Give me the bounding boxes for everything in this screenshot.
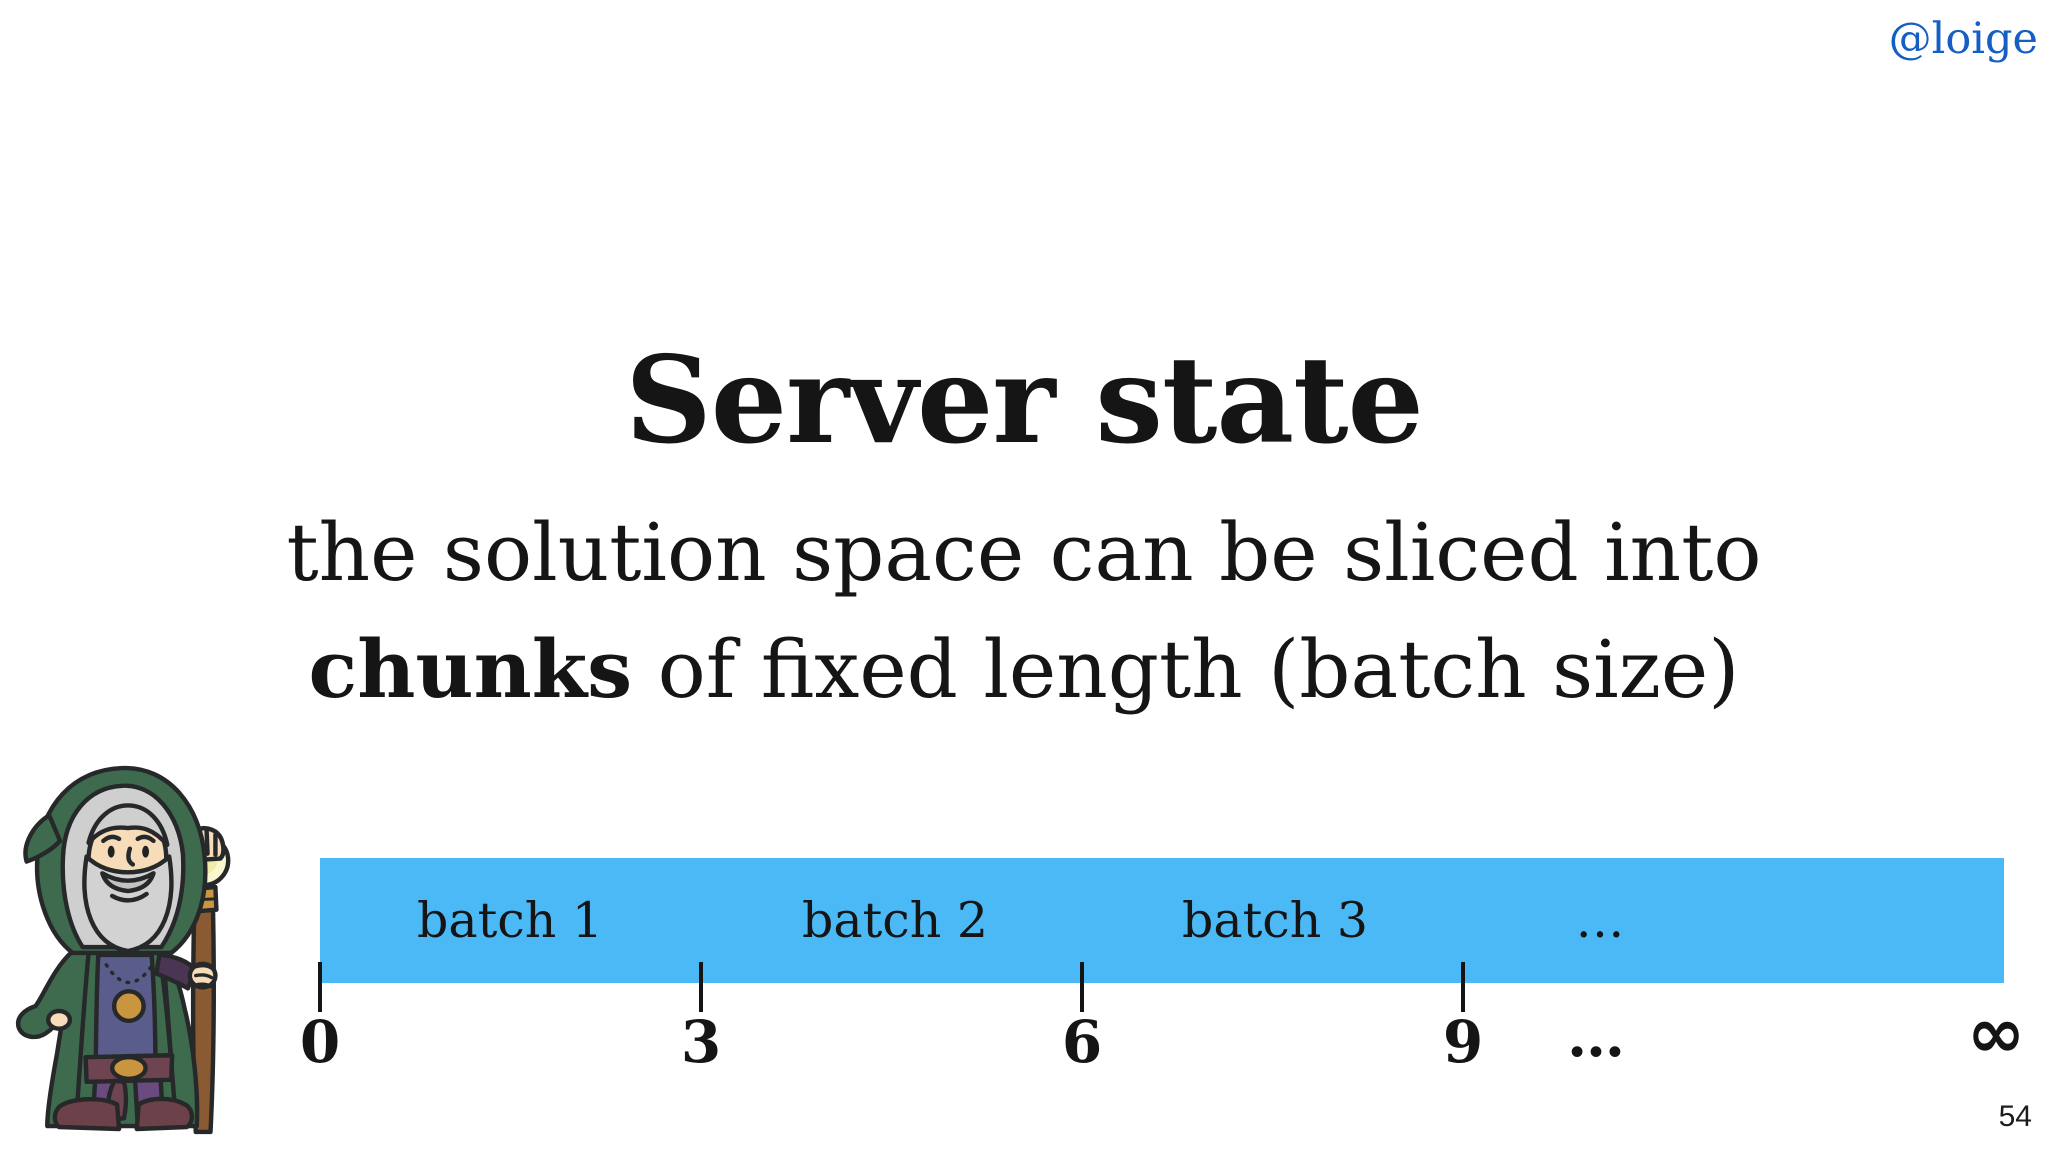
wizard-shoe-right [134,1096,195,1132]
batch-1-label: batch 1 [416,892,604,949]
axis-tick-9 [1461,962,1465,1012]
axis-tick-0 [318,962,322,1012]
wizard-medallion [111,989,146,1024]
batch-3-label: batch 3 [1181,892,1369,949]
slide-title: Server state [625,330,1424,471]
axis-value-0: 0 [299,1008,341,1076]
wizard-shoe-left [52,1097,122,1132]
subtitle-line-1: the solution space can be sliced into [286,506,1762,599]
wizard-illustration [15,765,231,1135]
axis-value-3: 3 [680,1008,722,1076]
axis-ellipsis: … [1567,1002,1625,1070]
subtitle-line-2: chunks of fixed length (batch size) [0,611,2048,728]
infinity-symbol: ∞ [1966,992,2026,1074]
axis-value-9: 9 [1442,1008,1484,1076]
axis-tick-6 [1080,962,1084,1012]
author-handle: @loige [1888,14,2038,64]
batch-2-label: batch 2 [801,892,989,949]
slide-subtitle: the solution space can be sliced into ch… [0,494,2048,728]
axis-value-6: 6 [1061,1008,1103,1076]
batches-bar [320,858,2004,983]
axis-tick-3 [699,962,703,1012]
subtitle-line-2-rest: of fixed length (batch size) [632,623,1740,716]
wizard-eye-right [142,845,150,858]
wizard-eye-left [107,845,115,858]
subtitle-bold-word: chunks [308,622,633,716]
batch-more-label: … [1575,892,1625,949]
page-number: 54 [1998,1100,2032,1133]
